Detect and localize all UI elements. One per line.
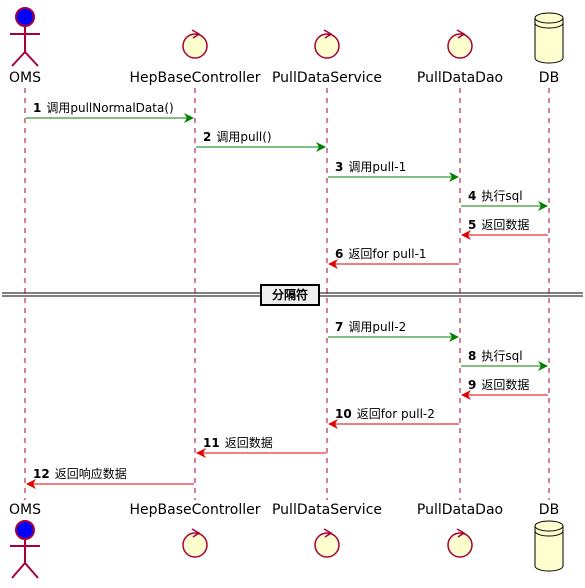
message-label: 执行sql [481, 349, 522, 363]
message-3: 3 调用pull-1 [328, 160, 459, 182]
participant-label: DB [539, 502, 559, 518]
participant-label: PullDataService [272, 502, 382, 518]
participant-label: PullDataDao [417, 502, 503, 518]
message-number: 10 [335, 407, 352, 421]
message-label: 返回数据 [225, 435, 273, 450]
message-6: 6 返回for pull-1 [328, 247, 459, 269]
database-icon [534, 520, 564, 572]
participant-svc-top: PullDataService [272, 29, 382, 86]
participant-oms-top: OMS [9, 7, 41, 86]
message-label: 调用pullNormalData() [46, 101, 173, 115]
control-icon [182, 528, 208, 558]
participant-label: OMS [9, 70, 41, 86]
divider-label: 分隔符 [272, 287, 308, 302]
message-text: 1 调用pullNormalData() [33, 101, 174, 115]
message-11: 11 返回数据 [196, 435, 326, 458]
message-12: 12 返回响应数据 [26, 466, 194, 489]
message-text: 11 返回数据 [203, 435, 273, 450]
participant-db-bottom: DB [534, 502, 564, 572]
control-icon [314, 29, 340, 59]
lifelines [24, 88, 550, 500]
message-8: 8 执行sql [461, 349, 548, 371]
participant-ctrl-bottom: HepBaseController [130, 502, 261, 558]
message-number: 1 [33, 101, 41, 115]
participant-ctrl-top: HepBaseController [130, 29, 261, 86]
message-text: 5 返回数据 [468, 217, 529, 232]
message-number: 11 [203, 436, 220, 450]
control-icon [314, 528, 340, 558]
participant-dao-top: PullDataDao [417, 29, 503, 86]
message-number: 4 [468, 189, 476, 203]
message-label: 返回for pull-2 [357, 407, 435, 421]
participant-oms-bottom: OMS [9, 502, 41, 579]
message-text: 4 执行sql [468, 189, 523, 203]
participant-label: DB [539, 70, 559, 86]
message-label: 返回for pull-1 [348, 247, 426, 261]
participant-svc-bottom: PullDataService [272, 502, 382, 558]
message-label: 调用pull() [216, 130, 271, 144]
message-label: 返回数据 [481, 377, 529, 392]
participant-label: OMS [9, 502, 41, 518]
message-7: 7 调用pull-2 [328, 320, 459, 342]
message-4: 4 执行sql [461, 189, 548, 211]
message-text: 8 执行sql [468, 349, 523, 363]
message-text: 10 返回for pull-2 [335, 407, 435, 421]
message-text: 9 返回数据 [468, 377, 529, 392]
messages: 1 调用pullNormalData() 2 调用pull() 3 调用pull-1 4 执行… [26, 101, 548, 489]
message-1: 1 调用pullNormalData() [26, 101, 194, 123]
participant-label: HepBaseController [130, 502, 261, 518]
message-10: 10 返回for pull-2 [328, 407, 459, 429]
actor-icon [10, 520, 40, 579]
message-9: 9 返回数据 [461, 377, 548, 400]
message-2: 2 调用pull() [196, 130, 326, 152]
divider-box [260, 284, 320, 306]
message-number: 3 [335, 160, 343, 174]
message-label: 执行sql [481, 189, 522, 203]
message-text: 7 调用pull-2 [335, 320, 406, 334]
participant-label: HepBaseController [130, 70, 261, 86]
message-number: 9 [468, 378, 476, 392]
divider: 分隔符 [2, 284, 583, 306]
message-text: 3 调用pull-1 [335, 160, 406, 174]
participant-label: PullDataService [272, 70, 382, 86]
message-text: 2 调用pull() [203, 130, 272, 144]
participant-db-top: DB [534, 12, 564, 86]
message-number: 6 [335, 247, 343, 261]
control-icon [447, 29, 473, 59]
message-5: 5 返回数据 [461, 217, 548, 240]
control-icon [182, 29, 208, 59]
control-icon [447, 528, 473, 558]
message-number: 2 [203, 130, 211, 144]
message-text: 6 返回for pull-1 [335, 247, 427, 261]
actor-icon [10, 7, 40, 67]
message-number: 5 [468, 218, 476, 232]
message-number: 12 [33, 467, 50, 481]
message-label: 调用pull-2 [348, 320, 406, 334]
message-text: 12 返回响应数据 [33, 466, 127, 481]
message-number: 7 [335, 320, 343, 334]
message-label: 调用pull-1 [348, 160, 406, 174]
message-label: 返回响应数据 [55, 466, 127, 481]
participant-dao-bottom: PullDataDao [417, 502, 503, 558]
participant-label: PullDataDao [417, 70, 503, 86]
database-icon [534, 12, 564, 64]
message-label: 返回数据 [481, 217, 529, 232]
message-number: 8 [468, 349, 476, 363]
